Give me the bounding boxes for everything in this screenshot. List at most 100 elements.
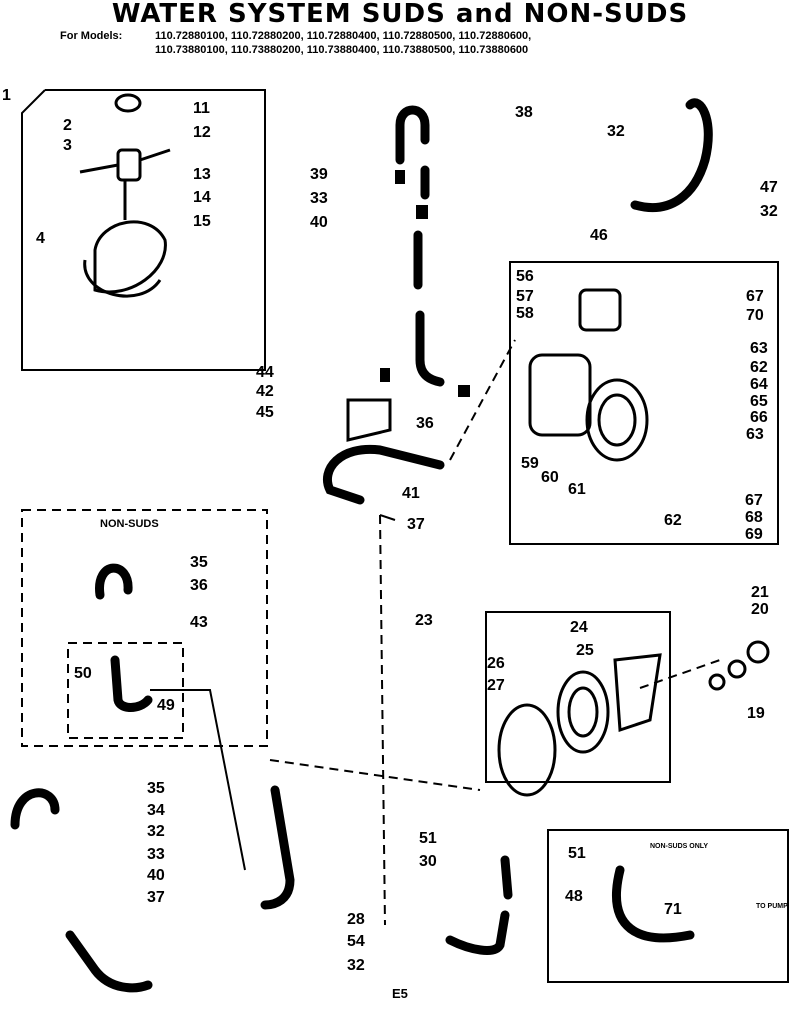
hose-47 (630, 98, 713, 213)
callout-35: 35 (190, 554, 208, 571)
callout-58: 58 (516, 305, 534, 322)
hose-30 (500, 855, 513, 900)
callout-46: 46 (590, 227, 608, 244)
callout-68: 68 (745, 509, 763, 526)
hose-54 (445, 910, 510, 955)
callout-45: 45 (256, 404, 274, 421)
hose-41 (323, 444, 445, 505)
callout-37: 37 (407, 516, 425, 533)
callout-65: 65 (750, 393, 768, 410)
callout-67: 67 (745, 492, 763, 509)
callout-50: 50 (74, 665, 92, 682)
callout-62: 62 (664, 512, 682, 529)
callout-2: 2 (63, 117, 72, 134)
callout-26: 26 (487, 655, 505, 672)
diagram-title: WATER SYSTEM SUDS and NON-SUDS (111, 0, 689, 29)
callout-42: 42 (256, 383, 274, 400)
callout-71: 71 (664, 901, 682, 918)
callout-14: 14 (193, 189, 211, 206)
callout-25: 25 (576, 642, 594, 659)
hose-40-suds (65, 930, 153, 993)
callout-4: 4 (36, 230, 45, 247)
dashed-leader (379, 514, 386, 926)
callout-28: 28 (347, 911, 365, 928)
callout-19: 19 (747, 705, 765, 722)
dashed-leader (269, 759, 481, 791)
filter-parts (497, 653, 662, 797)
washers-19-20-21 (708, 640, 770, 691)
model-numbers-line-2: 110.73880100, 110.73880200, 110.73880400… (155, 44, 529, 56)
dashed-leader (449, 339, 516, 461)
callout-32: 32 (347, 957, 365, 974)
pump-assembly-box (509, 261, 779, 545)
pump-parts (528, 288, 649, 462)
callout-63: 63 (750, 340, 768, 357)
water-valve-box (21, 89, 266, 371)
callout-59: 59 (521, 455, 539, 472)
callout-34: 34 (147, 802, 165, 819)
filter-assembly-box (485, 611, 671, 783)
callout-40: 40 (147, 867, 165, 884)
nonsuds-box (21, 509, 268, 747)
hose-48 (612, 865, 695, 943)
callout-24: 24 (570, 619, 588, 636)
callout-66: 66 (750, 409, 768, 426)
callout-60: 60 (541, 469, 559, 486)
callout-11: 11 (193, 100, 210, 117)
callout-41: 41 (402, 485, 420, 502)
callout-38: 38 (515, 104, 533, 121)
callout-43: 43 (190, 614, 208, 631)
fitting-43 (110, 655, 153, 712)
callout-numbers: 1 2 3 4 11 12 13 14 15 38 39 33 40 44 42… (2, 87, 778, 974)
line-37 (379, 514, 396, 521)
callout-61: 61 (568, 481, 586, 498)
callout-57: 57 (516, 288, 534, 305)
callout-40: 40 (310, 214, 328, 231)
callout-30: 30 (419, 853, 437, 870)
callout-33: 33 (147, 846, 165, 863)
callout-32: 32 (147, 823, 165, 840)
callout-15: 15 (193, 213, 211, 230)
callout-37: 37 (147, 889, 165, 906)
callout-54: 54 (347, 933, 365, 950)
callout-33: 33 (310, 190, 328, 207)
callout-49: 49 (157, 697, 175, 714)
callout-39: 39 (310, 166, 328, 183)
callout-32: 32 (760, 203, 778, 220)
dashed-leader (639, 659, 721, 689)
callout-20: 20 (751, 601, 769, 618)
callout-1: 1 (2, 87, 11, 104)
callout-69: 69 (745, 526, 763, 543)
nonsuds-box-title: NON-SUDS (100, 518, 159, 530)
fittings-39-33-36 (380, 170, 470, 397)
callout-13: 13 (193, 166, 211, 183)
page-number: E5 (392, 986, 408, 1001)
callout-35: 35 (147, 780, 165, 797)
hose-28 (260, 785, 295, 910)
callout-12: 12 (193, 124, 211, 141)
callout-70: 70 (746, 307, 764, 324)
nonsuds-only-note: NON-SUDS ONLY (650, 843, 708, 850)
callout-62: 62 (750, 359, 768, 376)
callout-23: 23 (415, 612, 433, 629)
callout-56: 56 (516, 268, 534, 285)
models-label: For Models: (60, 30, 123, 42)
hose-38-40 (395, 105, 445, 387)
callout-48: 48 (565, 888, 583, 905)
water-valve-parts (79, 93, 171, 298)
callout-47: 47 (760, 179, 778, 196)
callout-44: 44 (256, 364, 274, 381)
callout-67: 67 (746, 288, 764, 305)
callout-36: 36 (190, 577, 208, 594)
callout-32: 32 (607, 123, 625, 140)
callout-3: 3 (63, 137, 72, 154)
callout-21: 21 (751, 584, 769, 601)
callout-27: 27 (487, 677, 505, 694)
callout-51: 51 (568, 845, 586, 862)
callout-64: 64 (750, 376, 768, 393)
line-43-to-28 (150, 689, 246, 871)
bracket-45 (346, 398, 392, 442)
to-pump-note: TO PUMP (756, 903, 788, 910)
callout-63: 63 (746, 426, 764, 443)
